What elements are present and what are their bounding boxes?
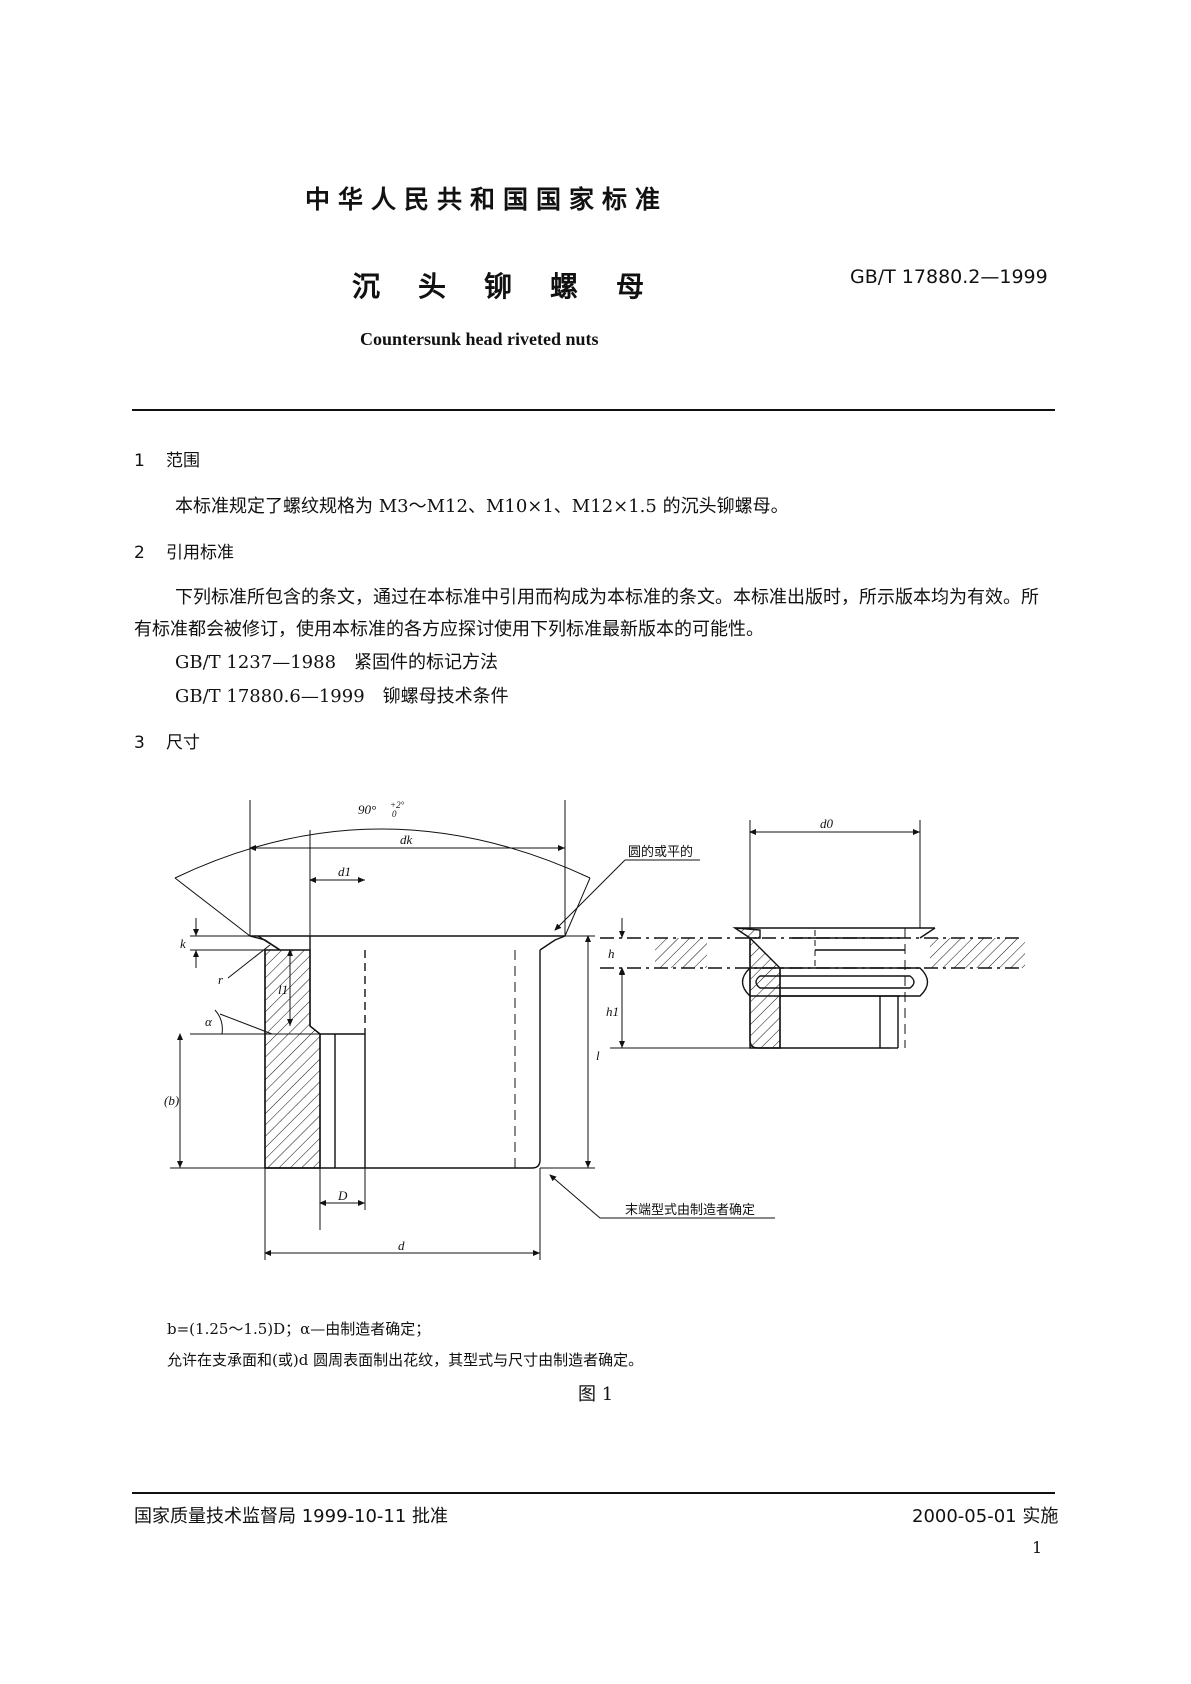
- section-2-number: 2: [134, 543, 145, 563]
- section-1-title: 范围: [166, 451, 200, 471]
- page-number: 1: [1032, 1538, 1043, 1557]
- standard-title-en: Countersunk head riveted nuts: [360, 329, 599, 349]
- label-d: d: [398, 1238, 405, 1253]
- figure-caption: 图 1: [578, 1384, 614, 1405]
- section-3-title: 尺寸: [166, 733, 200, 753]
- label-D: D: [337, 1188, 348, 1203]
- head-right-slope: [539, 935, 566, 951]
- footer-divider: [132, 1492, 1055, 1494]
- right-view: [600, 927, 1025, 1049]
- label-alpha: α: [205, 1014, 213, 1029]
- section-2-title: 引用标准: [166, 543, 234, 563]
- technical-drawing: 90° +2° 0 dk d1 k r l1 α (b) l D d 圆的或平的…: [164, 800, 1025, 1260]
- section-1-number: 1: [134, 451, 145, 471]
- section-2-text: 下列标准所包含的条文，通过在本标准中引用而构成为本标准的条文。本标准出版时，所示…: [134, 587, 1039, 640]
- label-b: (b): [164, 1093, 179, 1108]
- label-d1: d1: [338, 864, 351, 879]
- note-round-or-flat: 圆的或平的: [628, 844, 693, 860]
- figure-note-2: 允许在支承面和(或)d 圆周表面制出花纹，其型式与尺寸由制造者确定。: [167, 1351, 644, 1369]
- label-r: r: [218, 972, 224, 987]
- section-1-text: 本标准规定了螺纹规格为 M3～M12、M10×1、M12×1.5 的沉头铆螺母。: [175, 496, 789, 517]
- label-h1: h1: [606, 1004, 619, 1019]
- note-end-form: 末端型式由制造者确定: [625, 1203, 755, 1218]
- label-l1: l1: [278, 982, 288, 997]
- section-1-heading: 1 范围: [134, 446, 200, 471]
- label-angle-tol: +2°: [390, 800, 405, 810]
- approval-line: 国家质量技术监督局 1999-10-11 批准: [134, 1506, 449, 1527]
- figure-note-1: b=(1.25～1.5)D；α—由制造者确定；: [167, 1320, 431, 1338]
- label-angle: 90°: [358, 802, 376, 817]
- reference-item: GB/T 17880.6—1999 铆螺母技术条件: [175, 686, 509, 707]
- label-dk: dk: [400, 832, 413, 847]
- section-2-heading: 2 引用标准: [134, 538, 234, 563]
- left-dimensions: [170, 800, 775, 1260]
- left-view: [249, 935, 566, 1169]
- section-3-number: 3: [134, 733, 145, 753]
- label-k: k: [180, 936, 186, 951]
- angle-arc: [174, 828, 591, 879]
- standard-code: GB/T 17880.2—1999: [850, 266, 1048, 288]
- header-divider: [132, 409, 1055, 411]
- section-3-heading: 3 尺寸: [134, 728, 200, 753]
- reference-item: GB/T 1237—1988 紧固件的标记方法: [175, 652, 499, 673]
- label-l: l: [596, 1048, 600, 1063]
- right-dimensions: [610, 820, 921, 1049]
- country-standard-title: 中华人民共和国国家标准: [305, 185, 669, 214]
- label-d0: d0: [820, 816, 834, 831]
- label-angle-tol-low: 0: [392, 809, 397, 819]
- label-h: h: [608, 946, 615, 961]
- standard-title-cn: 沉头铆螺母: [352, 270, 683, 303]
- effective-date: 2000-05-01 实施: [912, 1506, 1059, 1527]
